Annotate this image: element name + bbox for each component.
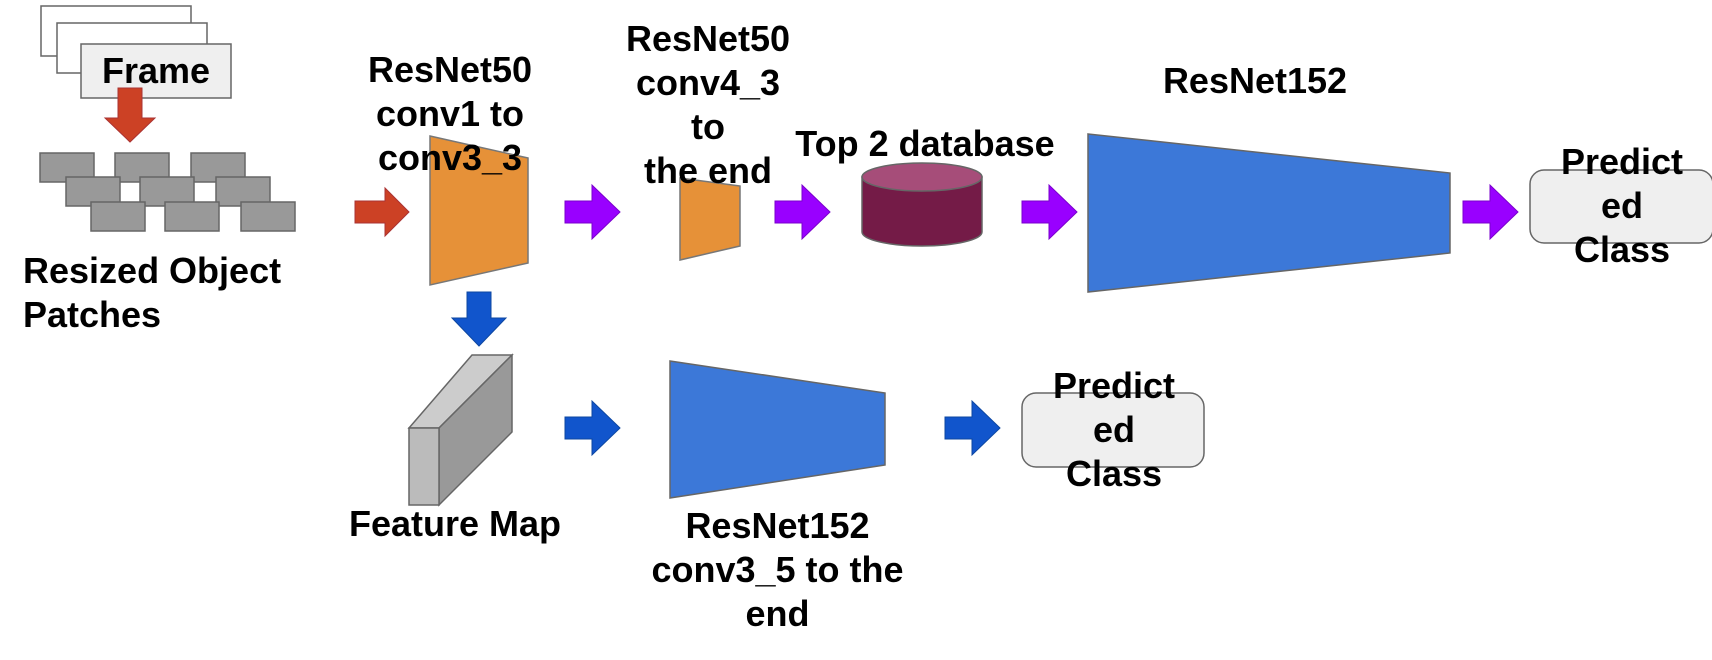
blue-down-arrow xyxy=(450,291,508,347)
resnet50-front-label: ResNet50 conv1 to conv3_3 xyxy=(367,49,533,178)
predicted-class-bottom-label: Predict ed Class xyxy=(1052,365,1176,494)
purple-arrow-1 xyxy=(564,183,621,241)
frame-stack xyxy=(40,5,232,99)
red-down-arrow xyxy=(103,87,157,143)
blue-right-arrow-1 xyxy=(564,399,621,457)
predicted-class-bottom-box xyxy=(1021,392,1205,468)
resnet152-top-label: ResNet152 xyxy=(1162,60,1348,101)
predicted-class-top-box xyxy=(1529,169,1712,244)
resnet50-front-block xyxy=(429,135,529,286)
database-icon xyxy=(861,162,983,247)
resnet50-back-label: ResNet50 conv4_3 to the end xyxy=(625,18,791,191)
purple-arrow-3 xyxy=(1021,183,1078,241)
frame-label: Frame xyxy=(101,50,211,91)
patch-grid xyxy=(39,152,296,232)
resnet50-back-block xyxy=(679,177,741,261)
predicted-class-top-label: Predict ed Class xyxy=(1560,141,1684,270)
frame-box xyxy=(80,43,232,99)
resnet152-top-block xyxy=(1087,133,1451,293)
resized-patches-label: Resized Object Patches xyxy=(23,250,282,335)
red-right-arrow xyxy=(354,186,410,238)
resnet152-bottom-label: ResNet152 conv3_5 to the end xyxy=(651,505,904,634)
purple-arrow-2 xyxy=(774,183,831,241)
purple-arrow-4 xyxy=(1462,183,1519,241)
top2-database-label: Top 2 database xyxy=(795,123,1055,164)
feature-map-icon xyxy=(407,353,514,507)
feature-map-label: Feature Map xyxy=(348,503,562,544)
blue-right-arrow-2 xyxy=(944,399,1001,457)
resnet152-bottom-block xyxy=(669,360,886,499)
